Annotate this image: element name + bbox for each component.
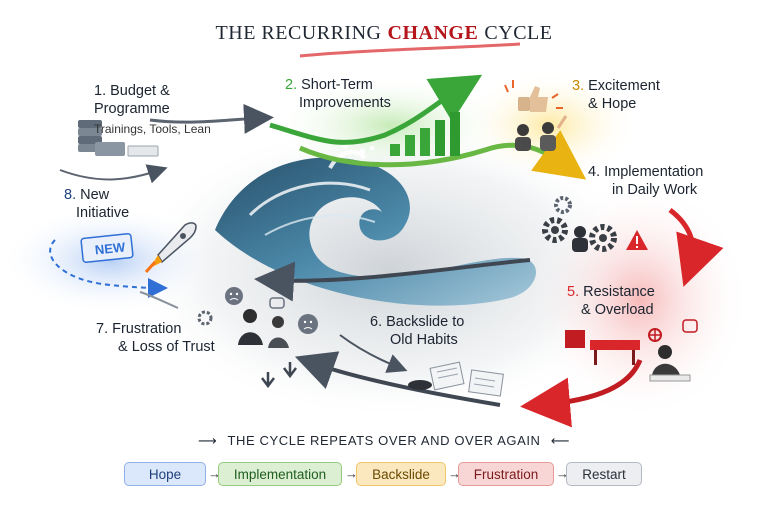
- step-5-label-line1: Resistance: [583, 284, 655, 300]
- step-8-number: 8.: [64, 187, 76, 203]
- step-3-label-line1: Excitement: [588, 78, 660, 94]
- page-title: THE RECURRING CHANGE CYCLE: [0, 22, 768, 45]
- step-4-number: 4.: [588, 164, 600, 180]
- step-6: 6. Backslide to Old Habits: [370, 313, 464, 349]
- step-7-number: 7.: [96, 321, 108, 337]
- repeat-arrow-right-icon: ⟵: [551, 433, 570, 448]
- step-3-label-line2: & Hope: [572, 95, 660, 113]
- flow-pill-implementation: Implementation: [218, 462, 342, 486]
- step-3-number: 3.: [572, 78, 584, 94]
- step-5-number: 5.: [567, 284, 579, 300]
- flow-pill-hope: Hope: [124, 462, 206, 486]
- flow-pill-frustration: Frustration: [458, 462, 554, 486]
- title-swoosh: [300, 44, 520, 56]
- step-2-label-line1: Short-Term: [301, 77, 373, 93]
- step-7: 7. Frustration & Loss of Trust: [96, 320, 215, 356]
- title-part-1: THE RECURRING: [216, 22, 382, 44]
- step-4-label-line1: Implementation: [604, 164, 703, 180]
- step-4: 4. Implementation in Daily Work: [588, 163, 703, 199]
- step-2-number: 2.: [285, 77, 297, 93]
- step-6-label-line1: Backslide to: [386, 314, 464, 330]
- title-part-3: CYCLE: [484, 22, 552, 44]
- arrow-8-to-1: [60, 170, 160, 179]
- repeat-arrow-left-icon: ⟶: [198, 433, 217, 448]
- step-8-label-line1: New: [80, 187, 109, 203]
- step-3: 3. Excitement & Hope: [572, 77, 660, 113]
- step-5: 5. Resistance & Overload: [567, 283, 655, 319]
- step-5-label-line2: & Overload: [567, 301, 655, 319]
- step-8-label-line2: Initiative: [64, 204, 129, 222]
- step-6-label-line2: Old Habits: [370, 331, 464, 349]
- step-7-label-line1: Frustration: [112, 321, 181, 337]
- step-2: 2. Short-Term Improvements: [285, 76, 391, 112]
- step-8: 8. New Initiative: [64, 186, 129, 222]
- step-6-number: 6.: [370, 314, 382, 330]
- flow-pill-restart: Restart: [566, 462, 642, 486]
- step-4-label-line2: in Daily Work: [588, 181, 703, 199]
- step-7-label-line2: & Loss of Trust: [96, 338, 215, 356]
- step-1-subtitle: Trainings, Tools, Lean: [94, 120, 211, 138]
- flow-pill-backslide: Backslide: [356, 462, 446, 486]
- step-2-label-line2: Improvements: [285, 94, 391, 112]
- step-1-number: 1.: [94, 83, 106, 99]
- step-1: 1. Budget & Programme Trainings, Tools, …: [94, 82, 211, 138]
- cycle-repeat-banner: ⟶ THE CYCLE REPEATS OVER AND OVER AGAIN …: [0, 433, 768, 449]
- title-highlight: CHANGE: [388, 22, 479, 44]
- repeat-text: THE CYCLE REPEATS OVER AND OVER AGAIN: [227, 433, 540, 448]
- step-1-label-line1: Budget &: [110, 83, 170, 99]
- step-1-label-line2: Programme: [94, 100, 211, 118]
